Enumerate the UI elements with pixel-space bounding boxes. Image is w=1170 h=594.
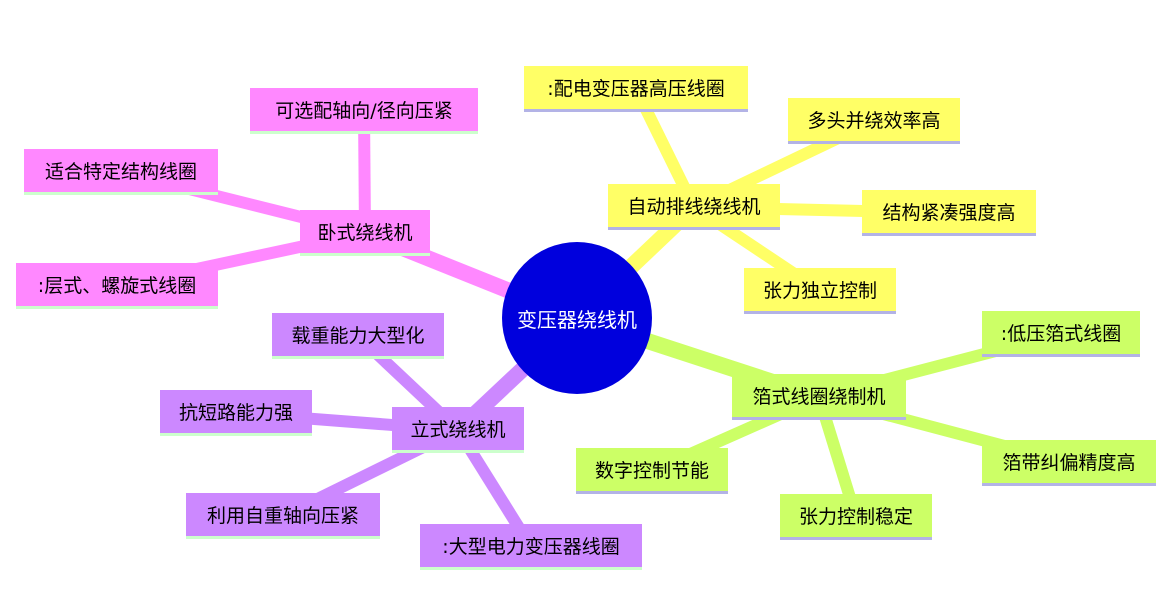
leaf-label: 箔带纠偏精度高 xyxy=(1002,452,1136,474)
branch-label: 卧式绕线机 xyxy=(317,222,413,244)
leaf-node[interactable]: 结构紧凑强度高 xyxy=(862,190,1036,236)
leaf-node[interactable]: 数字控制节能 xyxy=(576,448,728,494)
leaf-label: 数字控制节能 xyxy=(594,460,709,482)
leaf-label: :低压箔式线圈 xyxy=(1000,323,1122,345)
branch-node-horizontal-winding[interactable]: 卧式绕线机 xyxy=(300,210,430,256)
leaf-label: 适合特定结构线圈 xyxy=(44,161,197,183)
leaf-node[interactable]: :层式、螺旋式线圈 xyxy=(16,263,218,309)
branch-label: 立式绕线机 xyxy=(410,419,506,441)
center-node-label: 变压器绕线机 xyxy=(517,307,637,332)
leaf-node[interactable]: 张力控制稳定 xyxy=(780,494,932,540)
leaf-node[interactable]: 利用自重轴向压紧 xyxy=(186,493,380,539)
leaf-label: 可选配轴向/径向压紧 xyxy=(275,100,453,122)
leaf-node[interactable]: :低压箔式线圈 xyxy=(982,311,1140,357)
leaf-label: :大型电力变压器线圈 xyxy=(442,536,620,558)
center-node[interactable]: 变压器绕线机 xyxy=(502,242,652,394)
leaf-node[interactable]: 多头并绕效率高 xyxy=(788,98,960,144)
leaf-label: 结构紧凑强度高 xyxy=(882,202,1016,224)
leaf-node[interactable]: 可选配轴向/径向压紧 xyxy=(250,88,478,134)
leaf-label: 载重能力大型化 xyxy=(291,325,425,347)
leaf-node[interactable]: :配电变压器高压线圈 xyxy=(524,66,748,112)
branch-label: 箔式线圈绕制机 xyxy=(752,386,886,408)
branch-node-foil-winding[interactable]: 箔式线圈绕制机 xyxy=(732,374,906,420)
leaf-label: :层式、螺旋式线圈 xyxy=(37,275,197,297)
branch-node-vertical-winding[interactable]: 立式绕线机 xyxy=(392,407,524,453)
leaf-node[interactable]: :大型电力变压器线圈 xyxy=(420,524,642,570)
leaf-label: :配电变压器高压线圈 xyxy=(547,78,725,100)
leaf-label: 抗短路能力强 xyxy=(178,402,293,424)
leaf-node[interactable]: 载重能力大型化 xyxy=(272,313,444,359)
leaf-label: 张力控制稳定 xyxy=(798,506,913,528)
leaf-node[interactable]: 适合特定结构线圈 xyxy=(24,149,218,195)
leaf-label: 张力独立控制 xyxy=(762,280,877,302)
leaf-node[interactable]: 张力独立控制 xyxy=(744,268,896,314)
leaf-node[interactable]: 箔带纠偏精度高 xyxy=(982,440,1156,486)
leaf-label: 利用自重轴向压紧 xyxy=(206,505,359,527)
leaf-label: 多头并绕效率高 xyxy=(807,110,941,132)
branch-node-auto-winding[interactable]: 自动排线绕线机 xyxy=(608,184,780,230)
branch-label: 自动排线绕线机 xyxy=(627,196,761,218)
leaf-node[interactable]: 抗短路能力强 xyxy=(160,390,312,436)
